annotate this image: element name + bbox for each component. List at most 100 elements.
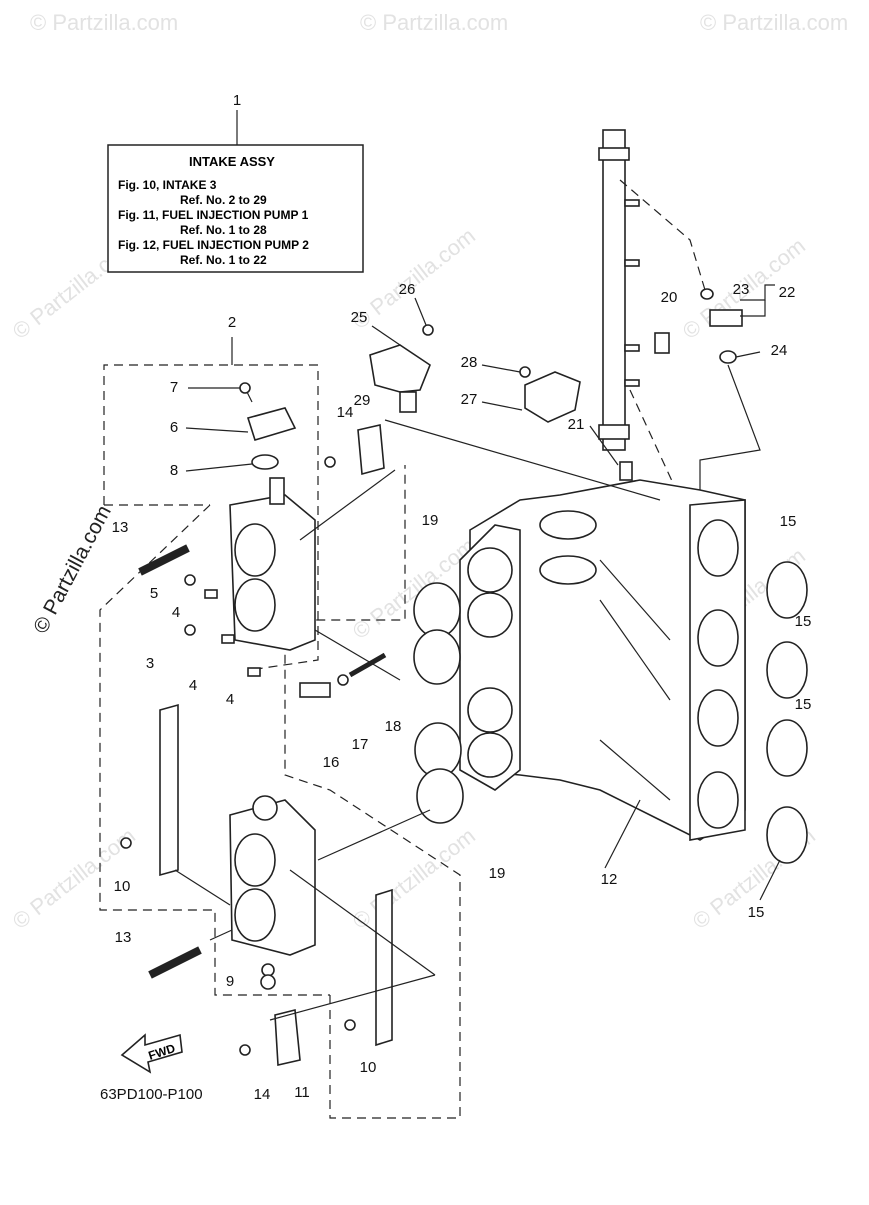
- manifold-runner: [697, 689, 739, 747]
- callout-19: 19: [422, 512, 439, 529]
- gasket-15: [766, 561, 808, 619]
- callout-9: 9: [226, 973, 234, 990]
- bracket-line: [740, 300, 766, 317]
- manifold-port: [467, 732, 513, 778]
- connector-line: [314, 629, 401, 681]
- callout-13: 13: [112, 519, 129, 536]
- connector-line: [209, 929, 233, 941]
- screw-head: [239, 382, 251, 394]
- callout-10: 10: [360, 1059, 377, 1076]
- gasket-15: [766, 641, 808, 699]
- screw-3: [184, 624, 196, 636]
- gasket-15: [766, 719, 808, 777]
- watermark: © Partzilla.com: [348, 223, 480, 334]
- callouts: 1 2 3 4 4 4 5 6 7 8 9 10 10 11 12 13 13 …: [112, 92, 812, 1103]
- fuel-rail-fitting: [598, 424, 630, 440]
- leader-line: [371, 325, 401, 346]
- callout-18: 18: [385, 718, 402, 735]
- gasket-19: [413, 582, 461, 638]
- info-box-line: Fig. 10, INTAKE 3: [118, 178, 217, 192]
- gaskets: [413, 561, 808, 864]
- manifold-runner: [697, 771, 739, 829]
- gasket-19: [416, 768, 464, 824]
- plate-right: [375, 888, 393, 1047]
- leader-line: [589, 425, 619, 466]
- part-18: [348, 652, 387, 678]
- leader-line: [759, 859, 781, 901]
- screw-5: [184, 574, 196, 586]
- callout-4: 4: [226, 691, 234, 708]
- o-ring-23: [700, 288, 714, 300]
- manifold-sensor-boss: [539, 510, 597, 540]
- screw-26: [422, 324, 434, 336]
- callout-6: 6: [170, 419, 178, 436]
- screw-10: [344, 1019, 356, 1031]
- callout-8: 8: [170, 462, 178, 479]
- connector-line: [269, 974, 436, 1021]
- manifold-sensor-boss: [539, 555, 597, 585]
- dashed-guide: [629, 389, 691, 521]
- fuel-rail-port: [624, 259, 640, 267]
- callout-10: 10: [114, 878, 131, 895]
- leader-line: [604, 799, 641, 869]
- group-boundaries: [99, 337, 461, 1119]
- nut: [260, 974, 276, 990]
- callout-13: 13: [115, 929, 132, 946]
- bolts: [138, 544, 202, 979]
- screw-14: [239, 1044, 251, 1056]
- info-box-frame: [107, 144, 364, 273]
- callout-27: 27: [461, 391, 478, 408]
- sensor-25: [369, 344, 431, 393]
- brackets: [159, 424, 393, 1066]
- throttle-bore: [234, 833, 276, 887]
- manifold-port: [467, 547, 513, 593]
- throttle-position-sensor: [246, 407, 297, 441]
- callout-7: 7: [170, 379, 178, 396]
- throttle-body-lower: [229, 795, 316, 990]
- fuel-rail-fitting: [598, 147, 630, 161]
- callout-29: 29: [354, 392, 371, 409]
- dashed-boundary: [103, 364, 319, 671]
- leader-line: [481, 364, 521, 373]
- callout-5: 5: [150, 585, 158, 602]
- callout-16: 16: [323, 754, 340, 771]
- callout-15: 15: [748, 904, 765, 921]
- fuel-rail-port: [624, 379, 640, 387]
- sensor-25-tip: [399, 391, 417, 413]
- info-box-line: Ref. No. 2 to 29: [180, 193, 267, 207]
- gasket-15: [766, 806, 808, 864]
- gasket-19: [413, 629, 461, 685]
- throttle-lever: [252, 795, 278, 821]
- throttle-bore: [234, 523, 276, 577]
- connector-line: [299, 469, 396, 541]
- callout-28: 28: [461, 354, 478, 371]
- bracket-14-11: [274, 1008, 301, 1066]
- callout-21: 21: [568, 416, 585, 433]
- fuel-rail-port: [624, 344, 640, 352]
- small-parts: [120, 288, 743, 1056]
- leader-line: [185, 427, 249, 433]
- throttle-body-upper: [229, 382, 316, 651]
- screw-14: [324, 456, 336, 468]
- connector-line: [317, 809, 431, 861]
- manifold-flange-right: [689, 499, 746, 841]
- spring-4: [204, 589, 218, 599]
- callout-20: 20: [661, 289, 678, 306]
- connector-line: [289, 869, 436, 976]
- spring-4: [221, 634, 235, 644]
- callout-24: 24: [771, 342, 788, 359]
- callout-19: 19: [489, 865, 506, 882]
- manifold-rib: [599, 559, 671, 641]
- callout-17: 17: [352, 736, 369, 753]
- part-16: [299, 682, 331, 698]
- sensor-27: [524, 371, 581, 423]
- manifold-rib: [599, 739, 671, 801]
- callout-15: 15: [795, 613, 812, 630]
- watermark: © Partzilla.com: [360, 10, 508, 35]
- connector-line: [699, 364, 761, 490]
- callout-26: 26: [399, 281, 416, 298]
- throttle-body-plate: [229, 494, 316, 651]
- dashed-guide: [619, 179, 706, 291]
- fuel-rail: [598, 129, 706, 521]
- info-box-line: Ref. No. 1 to 22: [180, 253, 267, 267]
